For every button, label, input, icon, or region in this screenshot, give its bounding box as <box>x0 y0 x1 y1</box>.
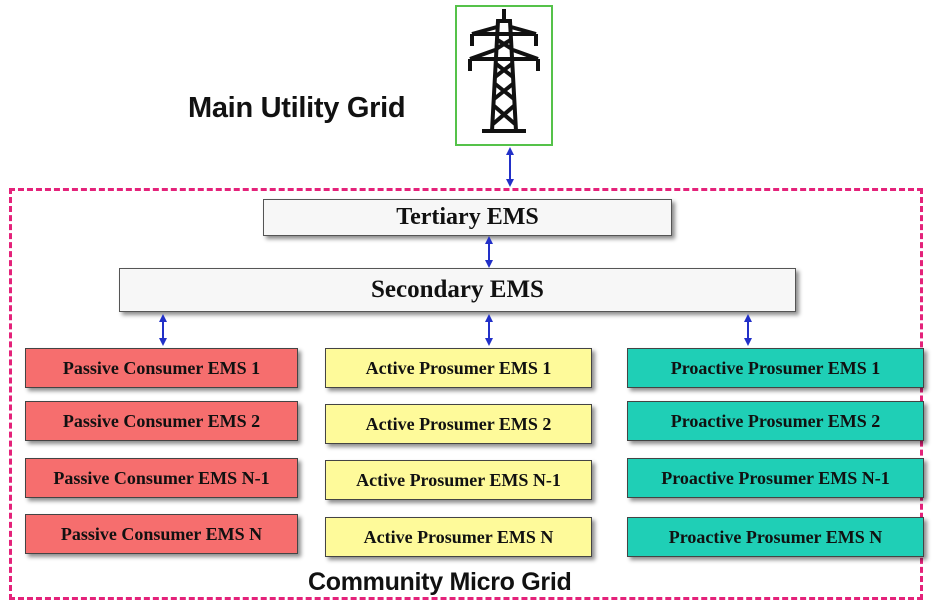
active-prosumer-ems-box: Active Prosumer EMS N <box>325 517 592 557</box>
proactive-prosumer-ems-box: Proactive Prosumer EMS N <box>627 517 924 557</box>
proactive-prosumer-ems-box: Proactive Prosumer EMS N-1 <box>627 458 924 498</box>
tertiary-ems-box: Tertiary EMS <box>263 199 672 236</box>
secondary-ems-box: Secondary EMS <box>119 268 796 312</box>
community-micro-grid-boundary <box>9 188 923 600</box>
active-prosumer-ems-box: Active Prosumer EMS N-1 <box>325 460 592 500</box>
passive-consumer-ems-box: Passive Consumer EMS 1 <box>25 348 298 388</box>
transmission-tower-icon <box>468 9 540 133</box>
passive-consumer-ems-box: Passive Consumer EMS N-1 <box>25 458 298 498</box>
tower-frame <box>455 5 553 146</box>
proactive-prosumer-ems-box: Proactive Prosumer EMS 1 <box>627 348 924 388</box>
community-micro-grid-label: Community Micro Grid <box>308 568 572 596</box>
passive-consumer-ems-box: Passive Consumer EMS 2 <box>25 401 298 441</box>
passive-consumer-ems-box: Passive Consumer EMS N <box>25 514 298 554</box>
proactive-prosumer-ems-box: Proactive Prosumer EMS 2 <box>627 401 924 441</box>
active-prosumer-ems-box: Active Prosumer EMS 2 <box>325 404 592 444</box>
main-utility-grid-label: Main Utility Grid <box>188 92 406 124</box>
active-prosumer-ems-box: Active Prosumer EMS 1 <box>325 348 592 388</box>
